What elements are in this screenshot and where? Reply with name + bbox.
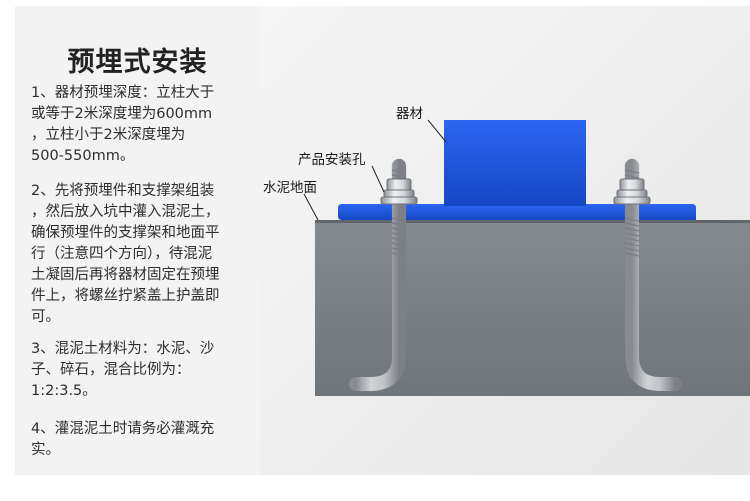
ground-surface (315, 220, 750, 223)
page-title: 预埋式安装 (67, 47, 208, 78)
instruction-panel: 预埋式安装 1、器材预埋深度：立柱大于 或等于2米深度埋为600mm ，立柱小于… (15, 6, 260, 475)
label-mount-hole: 产品安装孔 (298, 152, 366, 168)
step-4-line: 4、灌混泥土时请务必灌溉充 (31, 421, 215, 437)
step-4-line: 实。 (31, 442, 60, 458)
step-2-line: 确保预埋件的支撑架和地面平 (31, 225, 220, 241)
label-cement-ground: 水泥地面 (263, 180, 317, 196)
step-2-line: 土凝固后再将器材固定在预埋 (31, 267, 220, 283)
step-1-line: 500-550mm。 (31, 148, 135, 164)
base-plate (338, 204, 696, 220)
step-2-line: 件上，将螺丝拧紧盖上护盖即 (31, 288, 220, 304)
installation-diagram: 器材 产品安装孔 水泥地面 (260, 6, 750, 475)
leader-equipment (427, 119, 447, 143)
step-2-line: 可。 (31, 309, 60, 325)
label-equipment: 器材 (396, 106, 423, 122)
step-2: 2、先将预埋件和支撑架组装 ，然后放入坑中灌入混泥土， 确保预埋件的支撑架和地面… (31, 181, 245, 328)
concrete-block (315, 220, 750, 396)
anchor-bolt-right (613, 158, 683, 392)
equipment-post (444, 120, 586, 206)
step-2-line: 2、先将预埋件和支撑架组装 (31, 183, 215, 199)
step-1-line: ，立柱小于2米深度埋为 (31, 127, 186, 143)
diagram-svg (303, 119, 750, 396)
step-3: 3、混泥土材料为：水泥、沙 子、碎石，混合比例为： 1:2:3.5。 (31, 339, 245, 402)
step-1: 1、器材预埋深度：立柱大于 或等于2米深度埋为600mm ，立柱小于2米深度埋为… (31, 83, 245, 167)
anchor-bolt-left (348, 158, 418, 392)
step-3-line: 3、混泥土材料为：水泥、沙 (31, 341, 215, 357)
step-2-line: 行（注意四个方向），待混泥 (31, 246, 213, 262)
leader-cement-ground (303, 193, 319, 221)
step-1-line: 或等于2米深度埋为600mm (31, 106, 213, 122)
step-4: 4、灌混泥土时请务必灌溉充 实。 (31, 419, 245, 461)
step-3-line: 子、碎石，混合比例为： (31, 362, 191, 378)
leader-mount-hole (371, 165, 385, 193)
step-3-line: 1:2:3.5。 (31, 383, 97, 399)
step-1-line: 1、器材预埋深度：立柱大于 (31, 85, 215, 101)
step-2-line: ，然后放入坑中灌入混泥土， (31, 204, 220, 220)
